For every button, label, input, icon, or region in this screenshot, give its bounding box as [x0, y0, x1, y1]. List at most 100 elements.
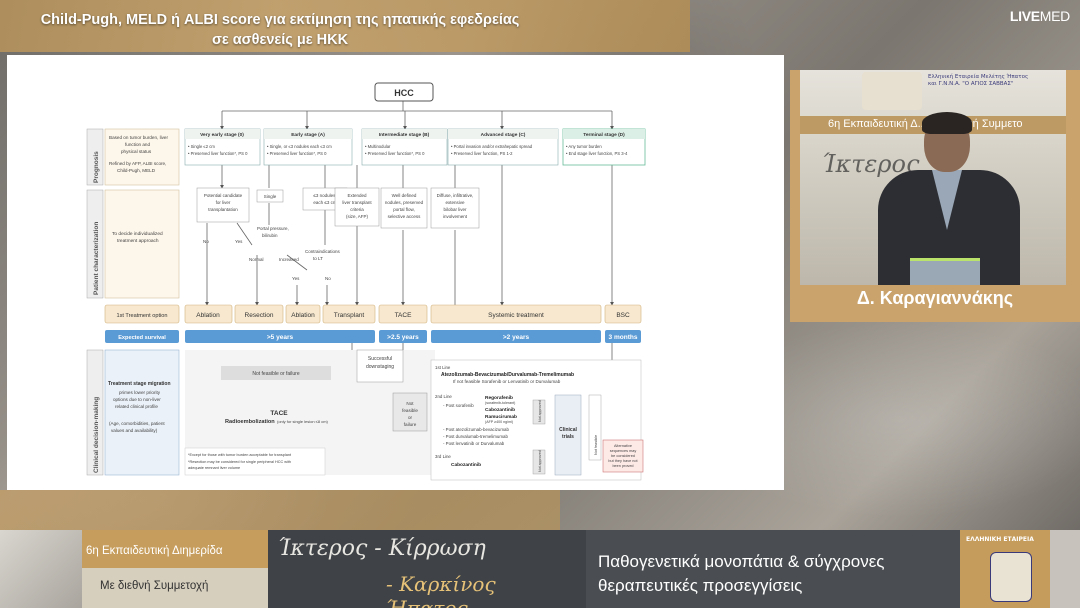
side-label-prognosis: Prognosis — [93, 151, 100, 183]
svg-text:Transplant: Transplant — [334, 312, 365, 319]
svg-text:Diffuse, infiltrative,: Diffuse, infiltrative, — [437, 193, 474, 198]
svg-text:No: No — [203, 239, 209, 244]
svg-text:options due to non-liver: options due to non-liver — [113, 397, 161, 402]
svg-text:Systemic treatment: Systemic treatment — [488, 312, 544, 319]
svg-text:Extended: Extended — [347, 193, 367, 198]
podium — [910, 258, 980, 285]
treatment-tace — [378, 304, 428, 324]
svg-text:≤3 nodules,: ≤3 nodules, — [313, 193, 336, 198]
treatment-ablation-1 — [184, 304, 233, 324]
hcc-root-label: HCC — [394, 88, 414, 98]
svg-text:primes lower priority: primes lower priority — [119, 390, 161, 395]
svg-text:(AFP ≥400 ng/ml): (AFP ≥400 ng/ml) — [485, 420, 513, 424]
svg-text:Successful: Successful — [368, 356, 392, 362]
svg-text:Regorafenib: Regorafenib — [485, 395, 513, 401]
svg-text:values and availability): values and availability) — [111, 428, 158, 433]
svg-text:*Resection may be considered f: *Resection may be considered for single … — [188, 460, 291, 464]
footer-script-line2: - Καρκίνος Ήπατος — [386, 572, 496, 608]
svg-text:Not approved: Not approved — [538, 400, 542, 422]
svg-text:- Post durvalumab-tremelimumab: - Post durvalumab-tremelimumab — [443, 434, 508, 439]
svg-text:1st Treatment option: 1st Treatment option — [117, 313, 168, 319]
svg-text:• Single ≤2 cm: • Single ≤2 cm — [188, 144, 215, 149]
svg-text:(size, AFP): (size, AFP) — [346, 214, 369, 219]
svg-text:for liver: for liver — [216, 200, 231, 205]
speaker-name: Δ. Καραγιαννάκης — [856, 288, 1014, 308]
svg-text:- Post lenvatinib or Durvaluma: - Post lenvatinib or Durvalumab — [443, 441, 505, 446]
broadcaster-logo: LIVEMED — [1010, 8, 1070, 24]
treatment-systemic — [430, 304, 602, 324]
svg-text:Not feasible: Not feasible — [594, 435, 598, 455]
svg-text:involvement: involvement — [443, 214, 468, 219]
svg-text:1st Line: 1st Line — [435, 365, 451, 370]
speaker-figure — [874, 112, 1024, 285]
svg-text:bilobar liver: bilobar liver — [443, 207, 467, 212]
footer-logo-text: ΕΛΛΗΝΙΚΗ ΕΤΑΙΡΕΙΑ — [966, 536, 1034, 543]
svg-text:trials: trials — [562, 434, 574, 440]
svg-text:Refined by AFP, ALBI score,: Refined by AFP, ALBI score, — [109, 161, 166, 166]
svg-text:criteria: criteria — [350, 207, 364, 212]
characterization-nodes: Potential candidate for liver transplant… — [196, 187, 480, 281]
svg-text:• Preserved liver function*, P: • Preserved liver function*, PS 0 — [365, 151, 425, 156]
footer-event-box-2 — [82, 568, 268, 608]
svg-text:related clinical profile: related clinical profile — [115, 404, 158, 409]
footer-script: Ίκτερος - Κίρρωση - Καρκίνος Ήπατος — [278, 536, 578, 608]
svg-text:Clinical: Clinical — [559, 427, 577, 433]
svg-text:Terminal stage (D): Terminal stage (D) — [583, 132, 625, 138]
svg-text:3rd Line: 3rd Line — [435, 454, 451, 459]
svg-text:selective access: selective access — [388, 214, 422, 219]
svg-text:• Preserved liver function, PS: • Preserved liver function, PS 1-2 — [451, 151, 513, 156]
svg-text:each ≤3 cm: each ≤3 cm — [313, 200, 336, 205]
svg-text:be considered: be considered — [611, 454, 635, 458]
svg-text:No: No — [325, 276, 331, 281]
treatment-bsc — [604, 304, 642, 324]
footer-edge — [1050, 530, 1080, 608]
page-title: Child-Pugh, MELD ή ALBI score για εκτίμη… — [0, 10, 560, 50]
svg-text:Not: Not — [406, 401, 414, 406]
connector-lines — [205, 101, 614, 435]
svg-text:- Post sorafenib: - Post sorafenib — [443, 403, 474, 408]
treatment-transplant — [322, 304, 376, 324]
svg-text:>2.5 years: >2.5 years — [387, 334, 419, 341]
svg-text:to LT: to LT — [313, 256, 323, 261]
svg-text:treatment approach: treatment approach — [117, 238, 159, 244]
svg-text:sequences may: sequences may — [610, 449, 637, 453]
stage-box-c: Advanced stage (C) • Portal invasion and… — [447, 128, 559, 166]
svg-text:portal flow,: portal flow, — [393, 207, 415, 212]
svg-text:been proved: been proved — [612, 464, 633, 468]
svg-text:• Preserved liver function*, P: • Preserved liver function*, PS 0 — [188, 151, 248, 156]
svg-text:liver transplant: liver transplant — [342, 200, 372, 205]
svg-text:failure: failure — [404, 422, 417, 427]
svg-text:Cabozantinib: Cabozantinib — [485, 407, 515, 413]
svg-text:TACE: TACE — [395, 312, 413, 319]
stage-boxes: Very early stage (0) • Single ≤2 cm • Pr… — [184, 128, 646, 166]
svg-text:• Any tumor burden: • Any tumor burden — [566, 144, 602, 149]
title-line-2: σε ασθενείς με ΗΚΚ — [211, 32, 349, 48]
svg-text:*Except for those with tumor b: *Except for those with tumor burden acce… — [188, 453, 292, 457]
side-label-patient: Patient characterization — [93, 222, 100, 295]
svg-text:2nd Line: 2nd Line — [435, 394, 452, 399]
svg-text:• Single, or ≤3 nodules each ≤: • Single, or ≤3 nodules each ≤3 cm — [267, 144, 332, 149]
speaker-backdrop: Ελληνική Εταιρεία Μελέτης Ήπατος και Γ.Ν… — [800, 70, 1066, 285]
footer-artwork — [0, 530, 82, 608]
svg-text:• End stage liver function, PS: • End stage liver function, PS 3-4 — [566, 151, 628, 156]
svg-text:Resection: Resection — [245, 312, 274, 319]
svg-text:(sorafenib-tolerant): (sorafenib-tolerant) — [485, 401, 515, 405]
svg-text:Treatment stage migration: Treatment stage migration — [108, 381, 171, 387]
svg-text:bilirubin: bilirubin — [262, 233, 278, 238]
svg-text:Ramucirumab: Ramucirumab — [485, 414, 517, 420]
svg-text:• Portal invasion and/or extra: • Portal invasion and/or extrahepatic sp… — [451, 144, 533, 149]
svg-text:Very early stage (0): Very early stage (0) — [200, 132, 244, 138]
backdrop-logo — [862, 72, 922, 110]
svg-text:Child-Pugh, MELD: Child-Pugh, MELD — [117, 168, 156, 173]
svg-text:• Preserved liver function*, P: • Preserved liver function*, PS 0 — [267, 151, 327, 156]
footer-script-line1: Ίκτερος - Κίρρωση — [278, 536, 486, 561]
svg-text:(only for single lesion ≤8 cm): (only for single lesion ≤8 cm) — [277, 419, 329, 424]
svg-text:- Post atezolizumab-bevacizuma: - Post atezolizumab-bevacizumab — [443, 427, 509, 432]
svg-text:Not approved: Not approved — [538, 450, 542, 472]
logo-med: MED — [1039, 8, 1071, 24]
svg-text:3 months: 3 months — [609, 334, 638, 341]
svg-text:Radioembolization: Radioembolization — [225, 419, 275, 425]
svg-text:Not feasible or failure: Not feasible or failure — [252, 371, 299, 377]
svg-text:>2 years: >2 years — [503, 334, 530, 341]
svg-text:(Age, comorbidities, patient: (Age, comorbidities, patient — [109, 421, 165, 426]
